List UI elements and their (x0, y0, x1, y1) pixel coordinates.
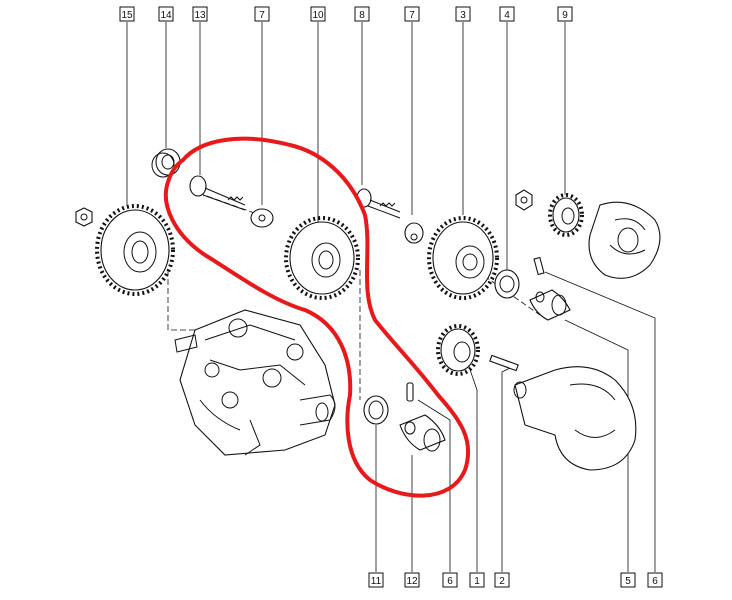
callout-label: 7 (409, 10, 415, 21)
callout-bottom-12: 12 (404, 572, 420, 588)
gear-1-icon (436, 324, 480, 376)
key-2-icon (489, 354, 519, 372)
washer-7a-icon (250, 208, 274, 228)
pin-6-icon (406, 382, 414, 402)
callout-top-14: 14 (158, 6, 174, 22)
bolt-13-icon (189, 175, 246, 211)
callout-label: 7 (259, 10, 265, 21)
red-highlight-outline (163, 136, 471, 498)
gear-9-icon (515, 189, 584, 237)
callout-top-8: 8 (354, 6, 370, 22)
callout-label: 6 (447, 576, 453, 587)
callout-top-7b: 7 (404, 6, 420, 22)
callout-top-9: 9 (557, 6, 573, 22)
callout-label: 14 (160, 10, 172, 21)
callout-top-3: 3 (455, 6, 471, 22)
washer-7b-icon (404, 222, 424, 244)
callout-label: 5 (625, 576, 631, 587)
bushing-5-icon (529, 256, 571, 321)
callout-label: 4 (504, 10, 510, 21)
callout-label: 2 (499, 576, 505, 587)
crankshaft-icon (513, 366, 637, 471)
top-leader-lines (126, 22, 566, 270)
camshaft-end-icon (588, 201, 661, 279)
callout-bottom-5: 5 (620, 572, 636, 588)
washer-14-icon (151, 148, 181, 178)
callout-bottom-6a: 6 (442, 572, 458, 588)
callout-bottom-6b: 6 (647, 572, 663, 588)
callout-bottom-11: 11 (368, 572, 384, 588)
callout-top-15: 15 (119, 6, 135, 22)
callout-label: 12 (406, 576, 418, 587)
callout-label: 11 (371, 576, 382, 587)
callout-top-13: 13 (192, 6, 208, 22)
callout-label: 10 (312, 10, 324, 21)
callout-label: 1 (474, 576, 480, 587)
bushing-12-icon (399, 414, 446, 452)
gear-15-icon (75, 204, 175, 296)
callout-top-4: 4 (499, 6, 515, 22)
callout-bottom-2: 2 (494, 572, 510, 588)
gear-10-icon (284, 216, 360, 300)
callout-top-7a: 7 (254, 6, 270, 22)
injection-pump-icon (174, 309, 336, 456)
gear-3-icon (427, 216, 499, 300)
ring-11-icon (363, 395, 389, 425)
callout-label: 6 (652, 576, 658, 587)
top-callouts: 15 14 13 7 10 8 7 3 (119, 6, 573, 22)
seal-4-icon (494, 269, 520, 299)
callout-label: 15 (121, 10, 133, 21)
callout-bottom-1: 1 (469, 572, 485, 588)
callout-label: 8 (359, 10, 365, 21)
callout-label: 9 (562, 10, 568, 21)
bottom-callouts: 11 12 6 1 2 5 6 (368, 572, 663, 588)
callout-label: 13 (194, 10, 206, 21)
callout-top-10: 10 (310, 6, 326, 22)
callout-label: 3 (460, 10, 466, 21)
